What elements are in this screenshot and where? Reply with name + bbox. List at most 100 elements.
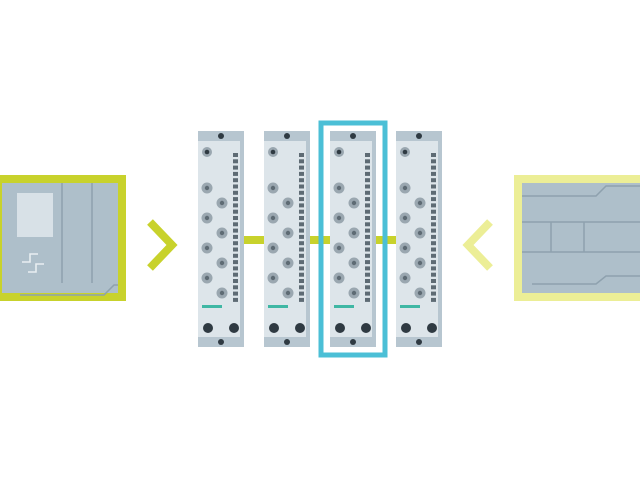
status-led: [431, 190, 436, 195]
status-led: [299, 266, 304, 271]
screw-icon: [218, 339, 224, 345]
status-led: [431, 272, 436, 277]
status-led: [233, 171, 238, 176]
status-led: [365, 165, 370, 170]
status-led: [365, 171, 370, 176]
io-port-core: [351, 200, 357, 206]
status-led: [431, 222, 436, 227]
module-side-rail: [240, 141, 244, 337]
io-port-core: [270, 185, 276, 191]
io-port-core: [336, 275, 342, 281]
left-controller: [0, 175, 126, 301]
status-led: [233, 234, 238, 239]
status-led: [299, 234, 304, 239]
status-led: [233, 260, 238, 265]
status-led: [365, 279, 370, 283]
module-body: [264, 131, 310, 347]
module-label-bar: [268, 305, 288, 308]
status-led: [431, 253, 436, 258]
io-modules: [198, 120, 442, 358]
screw-icon: [284, 133, 290, 139]
status-led: [431, 234, 436, 239]
status-led: [365, 184, 370, 189]
chevron-left-icon: [462, 219, 493, 271]
screw-icon: [350, 339, 356, 345]
io-port-core: [351, 290, 357, 296]
status-led: [431, 285, 436, 290]
status-led: [233, 165, 238, 170]
status-led: [299, 253, 304, 258]
status-led: [233, 247, 238, 252]
screw-icon: [284, 339, 290, 345]
module-body: [198, 131, 244, 347]
status-led: [365, 197, 370, 202]
io-port-core: [270, 215, 276, 221]
status-led: [233, 184, 238, 189]
io-port-core: [204, 185, 210, 191]
status-led: [431, 165, 436, 170]
io-port-core: [219, 290, 225, 296]
status-led: [233, 272, 238, 277]
status-led: [365, 285, 370, 290]
right-controller: [514, 175, 640, 301]
io-port-core: [285, 260, 291, 266]
io-port-core: [270, 245, 276, 251]
status-led: [365, 178, 370, 183]
io-port-core: [336, 185, 342, 191]
status-led: [233, 159, 238, 164]
network-port-icon: [203, 323, 213, 333]
status-led: [233, 291, 238, 296]
status-led: [365, 297, 370, 302]
status-led: [299, 216, 304, 220]
status-led: [431, 279, 436, 283]
status-led: [233, 178, 238, 183]
status-led: [299, 279, 304, 283]
power-port-core: [402, 149, 408, 155]
io-port-core: [402, 275, 408, 281]
io-port-core: [402, 245, 408, 251]
left-controller-circuit-icon: [22, 253, 44, 273]
status-led: [431, 197, 436, 202]
status-led: [233, 285, 238, 290]
power-port-core: [270, 149, 276, 155]
status-led: [365, 291, 370, 296]
io-port-core: [204, 215, 210, 221]
screw-icon: [350, 133, 356, 139]
status-led: [299, 159, 304, 164]
status-led: [365, 260, 370, 265]
status-led: [431, 216, 436, 220]
status-led: [365, 241, 370, 246]
right-controller-body: [522, 183, 640, 293]
module-label-bar: [400, 305, 420, 308]
status-led: [365, 266, 370, 271]
io-port-core: [351, 230, 357, 236]
status-led: [233, 222, 238, 227]
status-led: [431, 178, 436, 183]
status-led: [299, 153, 304, 157]
status-led: [299, 203, 304, 208]
io-port-core: [204, 245, 210, 251]
io-port-core: [219, 260, 225, 266]
network-port-icon: [295, 323, 305, 333]
status-led: [431, 171, 436, 176]
module-side-rail: [372, 141, 376, 337]
io-port-core: [417, 230, 423, 236]
module-3: [318, 120, 388, 358]
status-led: [365, 209, 370, 214]
status-led: [365, 203, 370, 208]
status-led: [431, 209, 436, 214]
right-controller-edge: [532, 275, 640, 285]
module-side-rail: [438, 141, 442, 337]
status-led: [233, 197, 238, 202]
status-led: [233, 297, 238, 302]
status-led: [431, 228, 436, 233]
status-led: [431, 260, 436, 265]
status-led: [299, 285, 304, 290]
status-led: [233, 203, 238, 208]
status-led: [299, 165, 304, 170]
screw-icon: [416, 133, 422, 139]
power-port-core: [336, 149, 342, 155]
status-led: [299, 184, 304, 189]
status-led: [365, 228, 370, 233]
